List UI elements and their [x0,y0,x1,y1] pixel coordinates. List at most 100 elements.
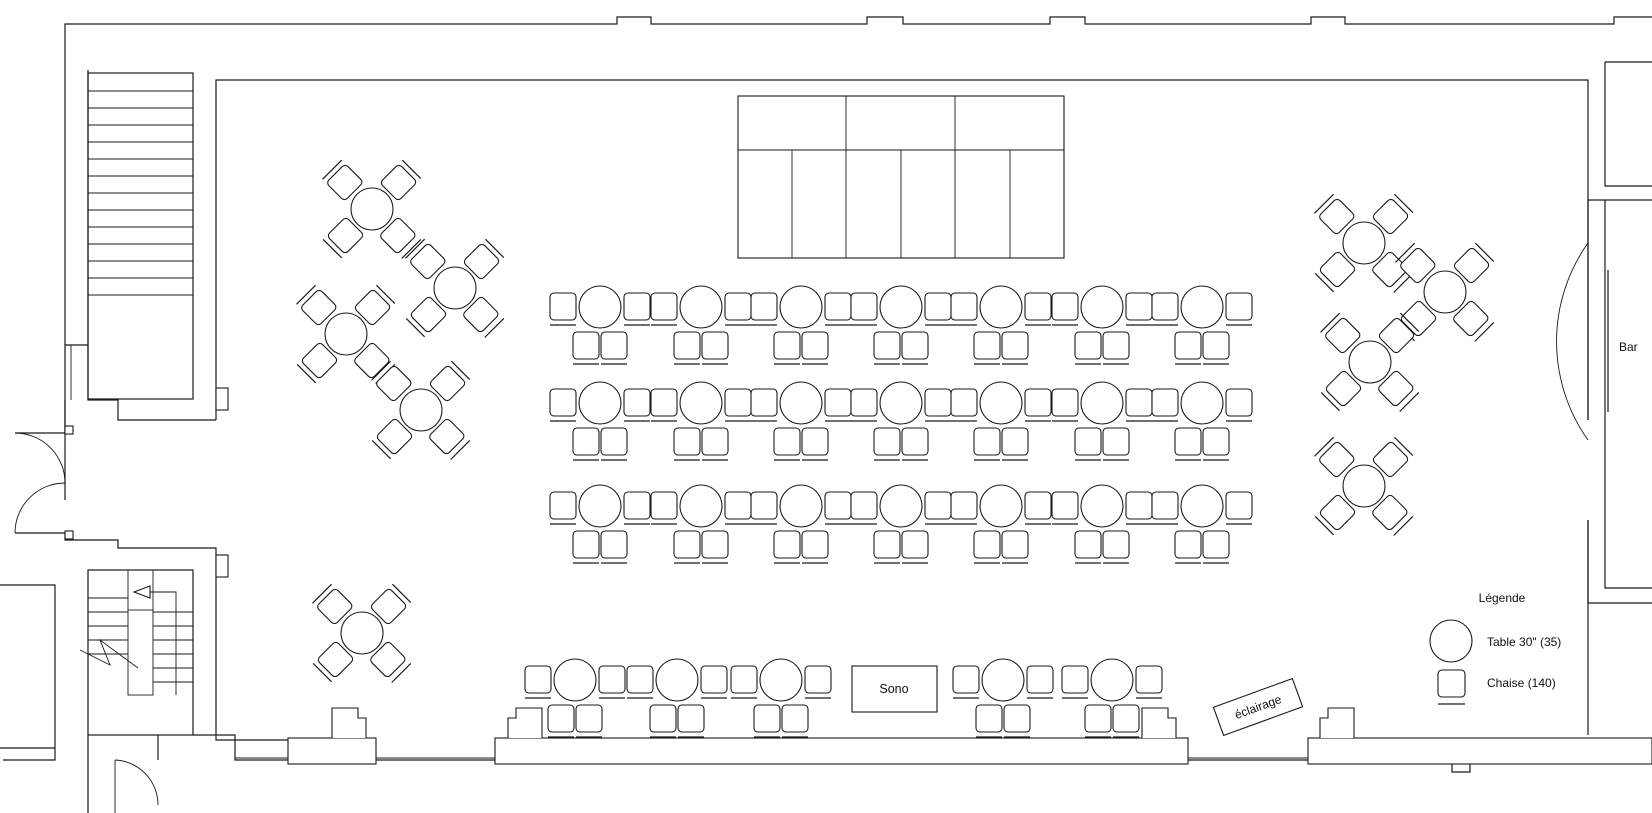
chair [623,388,651,417]
table-group [850,484,952,564]
chair-back [322,238,343,259]
chair [549,491,577,520]
chair-back [312,662,333,683]
chair [952,665,980,694]
chair [649,704,677,733]
chair [650,292,678,321]
chair [1372,198,1409,235]
table-group [1051,484,1153,564]
round-table [578,484,622,528]
chair [804,665,832,694]
round-table [433,266,477,310]
chair-back [375,284,396,305]
chair-back [1399,312,1420,333]
chair [924,491,952,520]
round-table [679,285,723,329]
round-table [779,381,823,425]
legend-title: Légende [1479,591,1526,605]
chair [1125,292,1153,321]
chair [673,530,701,559]
round-table [553,658,597,702]
step-block-1 [331,707,367,738]
chair [950,491,978,520]
chair [1003,704,1031,733]
round-table [1342,221,1386,265]
chair [380,217,416,254]
bar-counter [1587,199,1652,589]
table-group-rotated [1314,436,1414,536]
chair [1202,427,1230,456]
chair-back [1314,515,1335,536]
chair [673,331,701,360]
chair [429,418,465,455]
entrance-wall-low [15,532,217,555]
chair [1202,530,1230,559]
table-group-rotated [312,583,412,683]
table-group [750,484,852,564]
chair [572,427,600,456]
legend-chair-label: Chaise (140) [1487,676,1556,690]
chair [410,243,446,280]
chair [1061,665,1089,694]
chair [376,418,413,455]
table-group [950,285,1052,365]
round-table [578,381,622,425]
chair [1125,388,1153,417]
stairwell-door-swing [114,759,159,806]
chair-back [1314,272,1335,293]
chair [1319,198,1355,235]
chair [975,704,1003,733]
chair [850,388,878,417]
round-table [979,285,1023,329]
chair [410,296,447,333]
chair [724,388,752,417]
chair [801,427,829,456]
chair [901,331,929,360]
chair [572,331,600,360]
chair [1372,251,1408,288]
chair [1024,388,1052,417]
chair [750,491,778,520]
table-group [549,285,651,365]
stair-arrow-icon [132,585,151,599]
table-group [730,658,832,738]
round-table [979,484,1023,528]
chair [1225,491,1253,520]
table-group [1051,381,1153,461]
chair [750,292,778,321]
chair [1325,370,1362,407]
table-group [950,381,1052,461]
table-group [524,658,626,738]
chair [1024,292,1052,321]
stair-direction-line [140,591,177,695]
table-group [650,484,752,564]
buffet-tables [737,95,1065,259]
bar-room-lower [1587,520,1652,604]
chair [1102,530,1130,559]
round-table [1080,285,1124,329]
round-table [1342,464,1386,508]
table-group [1051,285,1153,365]
entrance-wall [15,400,66,434]
chair [750,388,778,417]
chair [901,530,929,559]
chair [950,388,978,417]
round-table [979,381,1023,425]
round-table [1080,484,1124,528]
chair [463,243,500,280]
round-table [759,658,803,702]
chair [1026,665,1054,694]
round-table [1080,381,1124,425]
door-swing-lower [14,482,66,534]
chair [598,665,626,694]
chair [380,164,417,201]
chair [317,641,354,678]
chair [824,292,852,321]
round-table [578,285,622,329]
chair [873,427,901,456]
chair-back [405,317,426,338]
chair [773,427,801,456]
table-group-rotated [1395,242,1495,342]
window-right [1307,737,1652,765]
chair [773,530,801,559]
